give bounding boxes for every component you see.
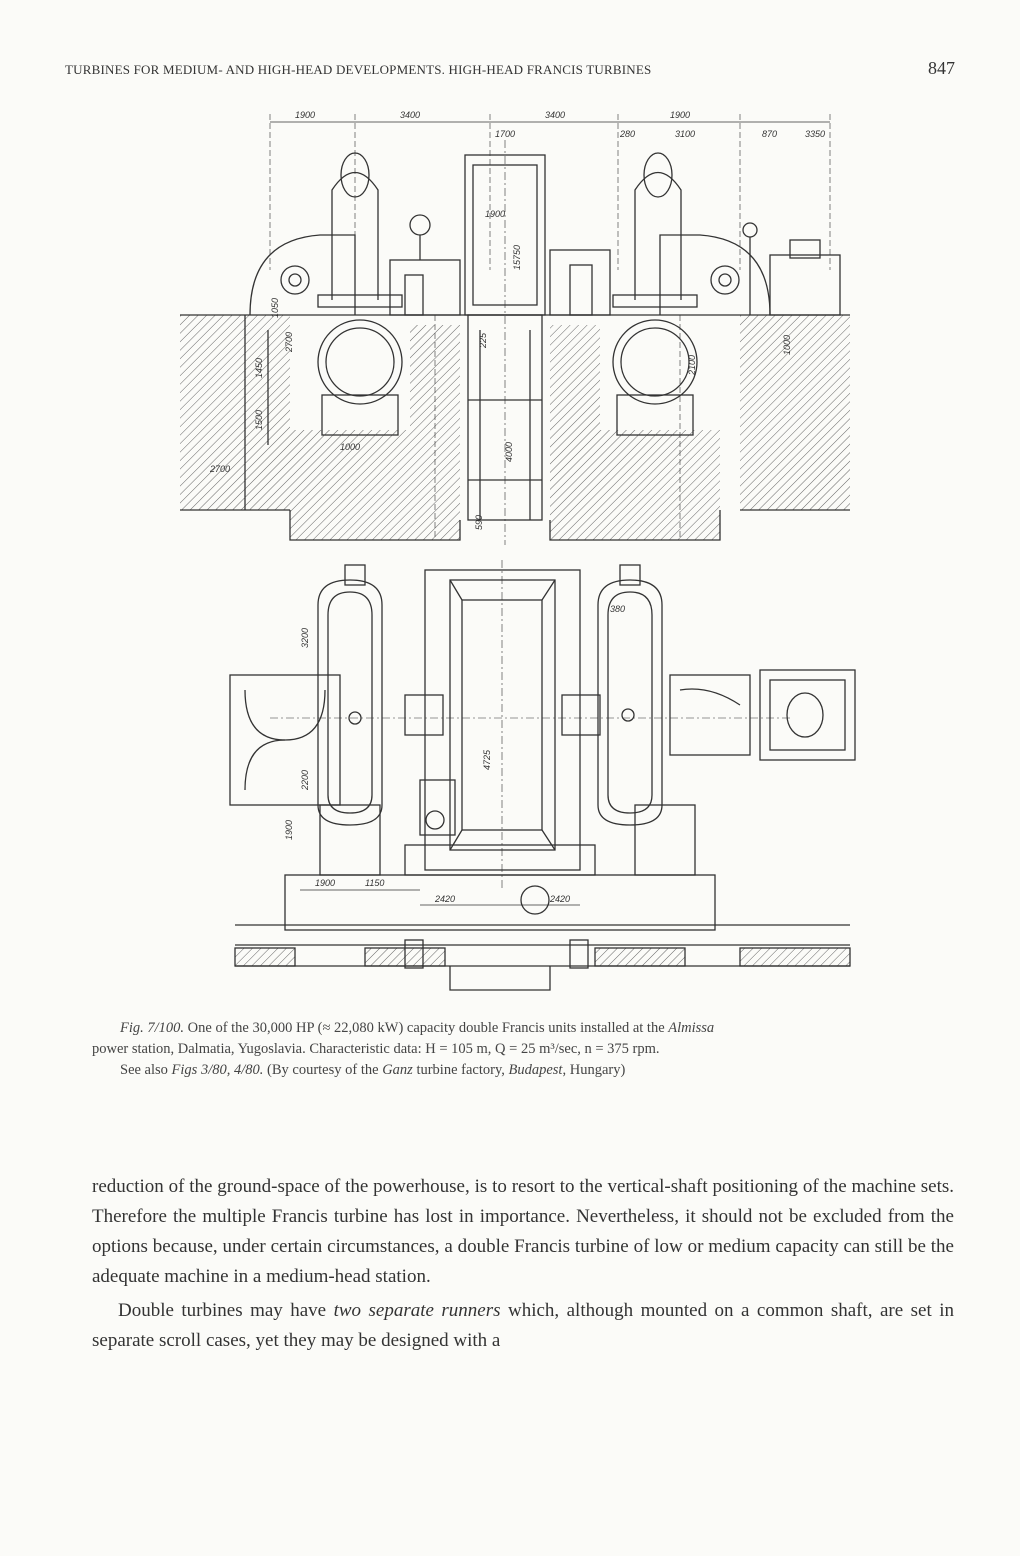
paragraph-text: Double turbines may have [118, 1300, 334, 1321]
caption-text: One of the 30,000 HP (≈ 22,080 kW) capac… [184, 1020, 669, 1036]
body-text: reduction of the ground-space of the pow… [92, 1172, 954, 1356]
dim-label: 15750 [512, 245, 522, 270]
figs-ref: Figs 3/80, 4/80. [171, 1062, 264, 1078]
dim-label: 2700 [284, 332, 294, 353]
dim-label: 3400 [545, 110, 565, 120]
dim-label: 4725 [482, 749, 492, 770]
city-name: Budapest [508, 1062, 563, 1078]
caption-text: (By courtesy of the [263, 1062, 383, 1078]
dim-label: 1150 [365, 878, 384, 888]
running-head: TURBINES FOR MEDIUM- AND HIGH-HEAD DEVEL… [65, 62, 652, 77]
caption-text: turbine factory, [412, 1062, 509, 1078]
caption-text: , Hungary) [562, 1062, 626, 1078]
dim-label: 380 [610, 604, 625, 614]
dim-label: 2100 [687, 355, 697, 376]
fig-label: Fig. 7/100. [120, 1020, 185, 1036]
dimension-labels: 1900 3400 3400 1900 1700 280 3100 870 33… [209, 110, 825, 904]
page-number: 847 [928, 58, 955, 78]
station-name: Almissa [668, 1020, 715, 1036]
dim-label: 1450 [254, 358, 264, 378]
dim-label: 1900 [315, 878, 335, 888]
dim-label: 1000 [340, 442, 360, 452]
paragraph-2: Double turbines may have two separate ru… [92, 1296, 954, 1356]
dim-label: 280 [619, 129, 635, 139]
plan-view [229, 560, 856, 991]
company-name: Ganz [382, 1062, 413, 1078]
dim-label: 1000 [782, 335, 792, 355]
dim-label: 2700 [209, 464, 230, 474]
elevation-view [180, 114, 850, 545]
emphasis-text: two separate runners [333, 1300, 501, 1321]
dim-label: 3350 [805, 129, 825, 139]
dim-label: 2200 [300, 770, 310, 791]
dim-label: 4000 [504, 442, 514, 462]
caption-line: Fig. 7/100. One of the 30,000 HP (≈ 22,0… [92, 1018, 952, 1039]
dim-label: 1900 [284, 820, 294, 840]
turbine-drawing: 1900 3400 3400 1900 1700 280 3100 870 33… [180, 110, 856, 991]
dim-label: 1700 [495, 129, 515, 139]
dim-label: 2420 [434, 894, 455, 904]
page-header: TURBINES FOR MEDIUM- AND HIGH-HEAD DEVEL… [65, 58, 955, 79]
technical-drawing-figure: 1900 3400 3400 1900 1700 280 3100 870 33… [150, 100, 870, 1005]
dim-label: 225 [478, 332, 488, 349]
dim-label: 3100 [675, 129, 695, 139]
figure-caption: Fig. 7/100. One of the 30,000 HP (≈ 22,0… [92, 1018, 952, 1081]
dim-label: 1900 [485, 209, 505, 219]
dim-label: 1500 [254, 410, 264, 430]
dim-label: 1900 [670, 110, 690, 120]
dim-label: 1050 [270, 298, 280, 318]
dim-label: 2420 [549, 894, 570, 904]
dim-label: 3200 [300, 628, 310, 648]
dim-label: 590 [474, 515, 484, 530]
caption-line: power station, Dalmatia, Yugoslavia. Cha… [92, 1041, 660, 1057]
caption-line: See also Figs 3/80, 4/80. (By courtesy o… [92, 1060, 952, 1081]
caption-text: See also [120, 1062, 172, 1078]
paragraph-text: which, although mounted on a common shaf… [92, 1300, 954, 1351]
dim-label: 1900 [295, 110, 315, 120]
dim-label: 3400 [400, 110, 420, 120]
dim-label: 870 [762, 129, 777, 139]
paragraph-1: reduction of the ground-space of the pow… [92, 1176, 954, 1287]
